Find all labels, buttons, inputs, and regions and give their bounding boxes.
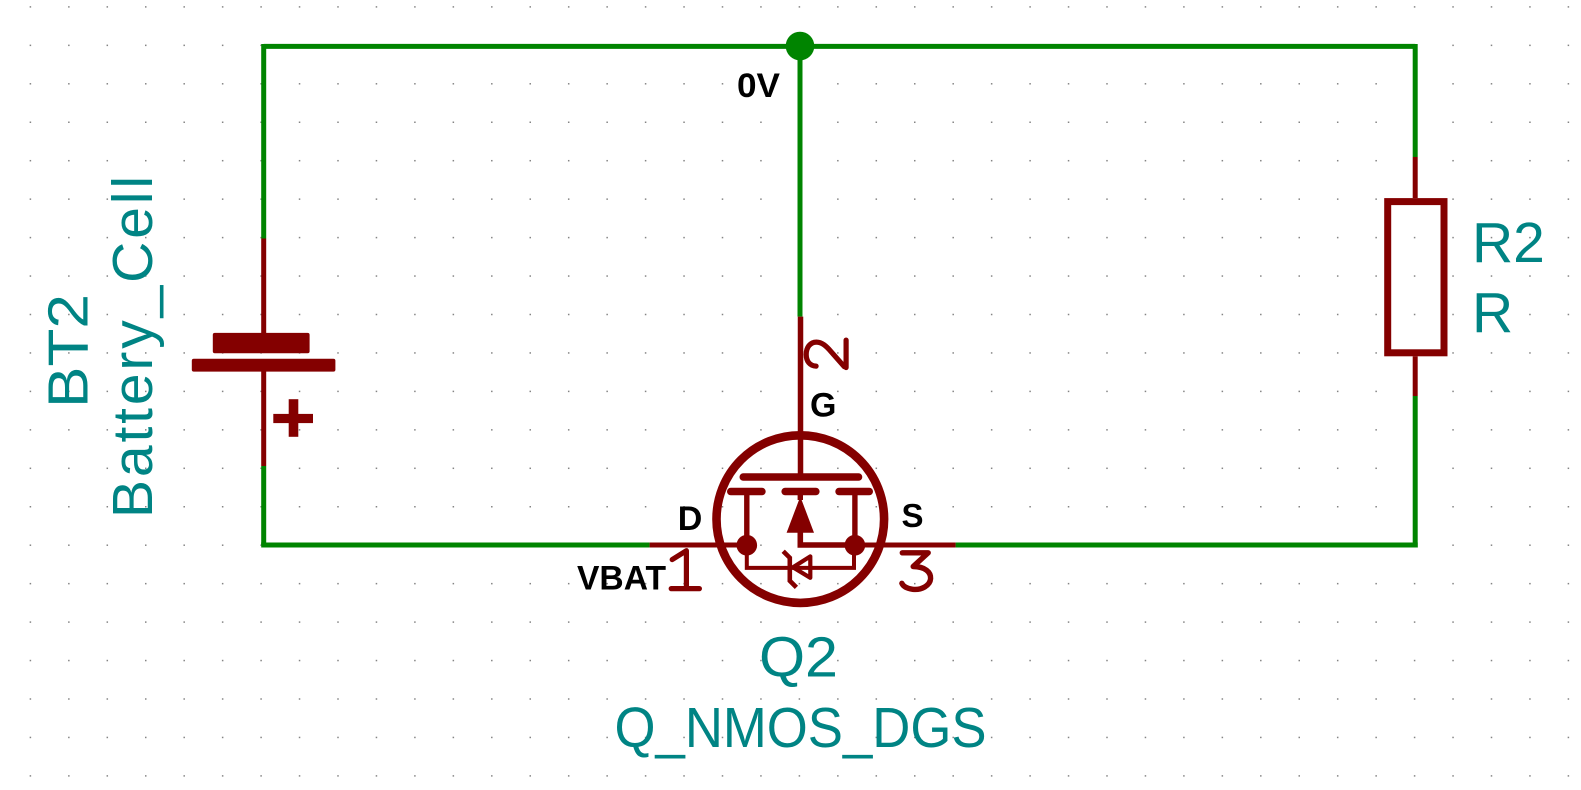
svg-text:Q_NMOS_DGS: Q_NMOS_DGS xyxy=(615,696,987,760)
svg-text:S: S xyxy=(902,497,924,534)
svg-text:VBAT: VBAT xyxy=(577,560,666,598)
svg-text:G: G xyxy=(810,387,836,425)
svg-text:BT2: BT2 xyxy=(37,294,101,408)
svg-text:Q2: Q2 xyxy=(759,626,838,690)
svg-text:R: R xyxy=(1472,281,1513,345)
svg-text:Battery_Cell: Battery_Cell xyxy=(101,176,165,518)
svg-text:R2: R2 xyxy=(1472,211,1545,275)
svg-text:D: D xyxy=(678,500,703,538)
svg-text:0V: 0V xyxy=(737,67,780,105)
